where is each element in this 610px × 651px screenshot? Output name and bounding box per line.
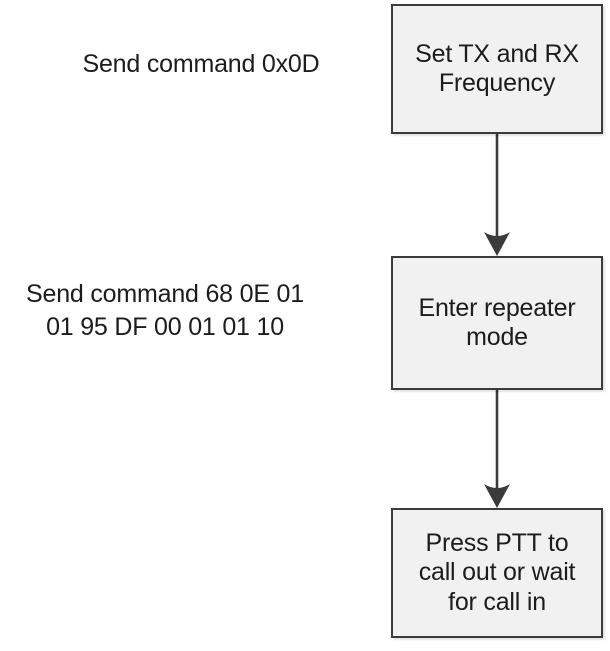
node-enter-repeater-mode-label: Enter repeater mode: [418, 293, 576, 352]
node-enter-repeater-mode[interactable]: Enter repeater mode: [391, 256, 603, 390]
arrow-freq-to-repeater: [484, 134, 510, 256]
node-press-ptt[interactable]: Press PTT to call out or wait for call i…: [391, 508, 603, 638]
annotation-command-68: Send command 68 0E 01 01 95 DF 00 01 01 …: [26, 280, 304, 341]
node-press-ptt-label: Press PTT to call out or wait for call i…: [418, 528, 576, 616]
node-set-frequency[interactable]: Set TX and RX Frequency: [391, 4, 603, 134]
arrow-repeater-to-ptt: [484, 390, 510, 508]
node-set-frequency-label: Set TX and RX Frequency: [415, 39, 579, 98]
annotation-command-0d: Send command 0x0D: [82, 50, 320, 78]
